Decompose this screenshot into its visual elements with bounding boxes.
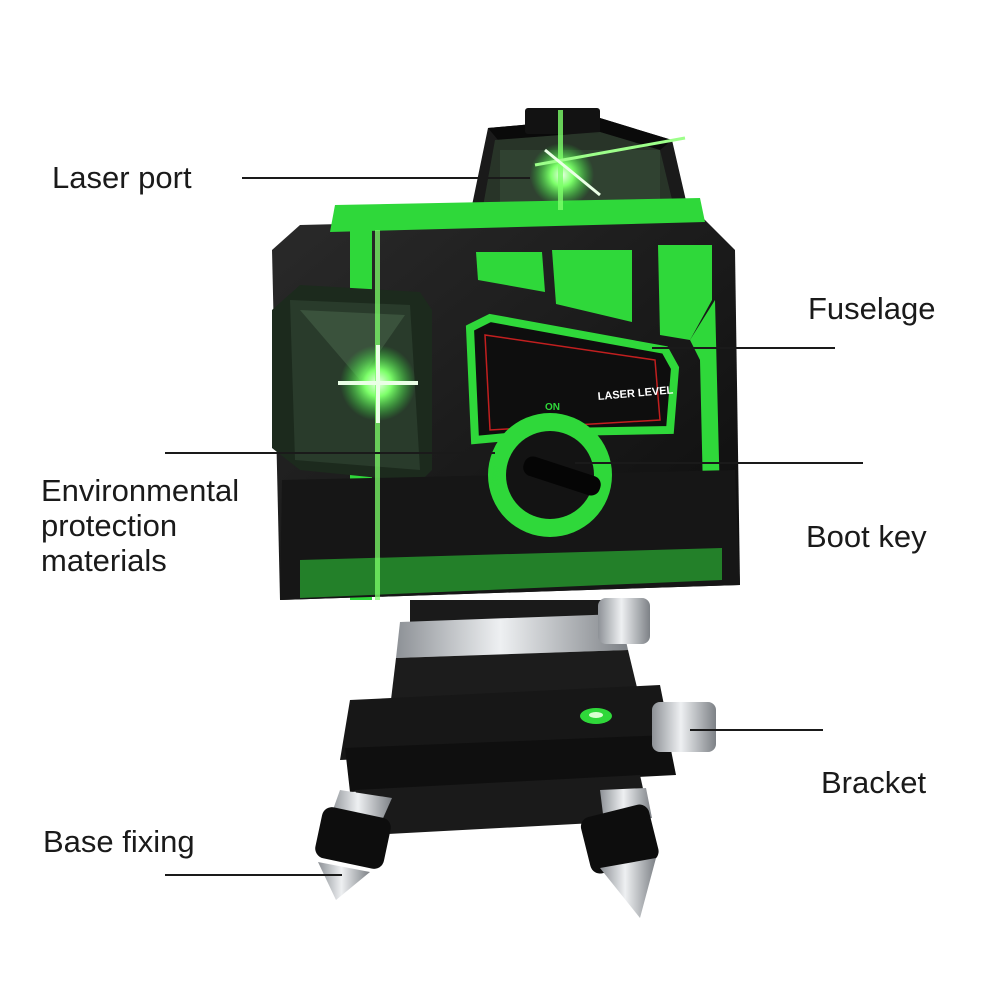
boot-key-dial: ON OFF: [488, 402, 612, 537]
environmental-line-1: Environmental: [41, 473, 240, 508]
fuselage-leader: [652, 347, 835, 349]
laser-port-label: Laser port: [52, 160, 192, 195]
switch-off-text: OFF: [490, 465, 504, 487]
environmental-line-2: protection: [41, 508, 178, 543]
fuselage-body: [272, 198, 740, 600]
boot-key-label: Boot key: [806, 519, 927, 554]
fuselage-label: Fuselage: [808, 291, 936, 326]
base-fixing-label: Base fixing: [43, 824, 195, 859]
laser-port-leader: [242, 177, 530, 179]
bracket-label: Bracket: [821, 765, 927, 800]
base-fixing-feet: [315, 788, 659, 918]
environmental-label: Environmental protection materials: [41, 473, 239, 578]
base-fixing-leader: [165, 874, 342, 876]
boot-key-leader: [575, 462, 863, 464]
laser-beams: [338, 110, 686, 600]
environmental-line-3: materials: [41, 543, 167, 578]
bracket-leader: [690, 729, 823, 731]
front-panel: LASER LEVEL: [465, 313, 680, 445]
bracket-assembly: [340, 598, 716, 835]
switch-on-text: ON: [545, 402, 560, 413]
environmental-leader: [165, 452, 495, 454]
